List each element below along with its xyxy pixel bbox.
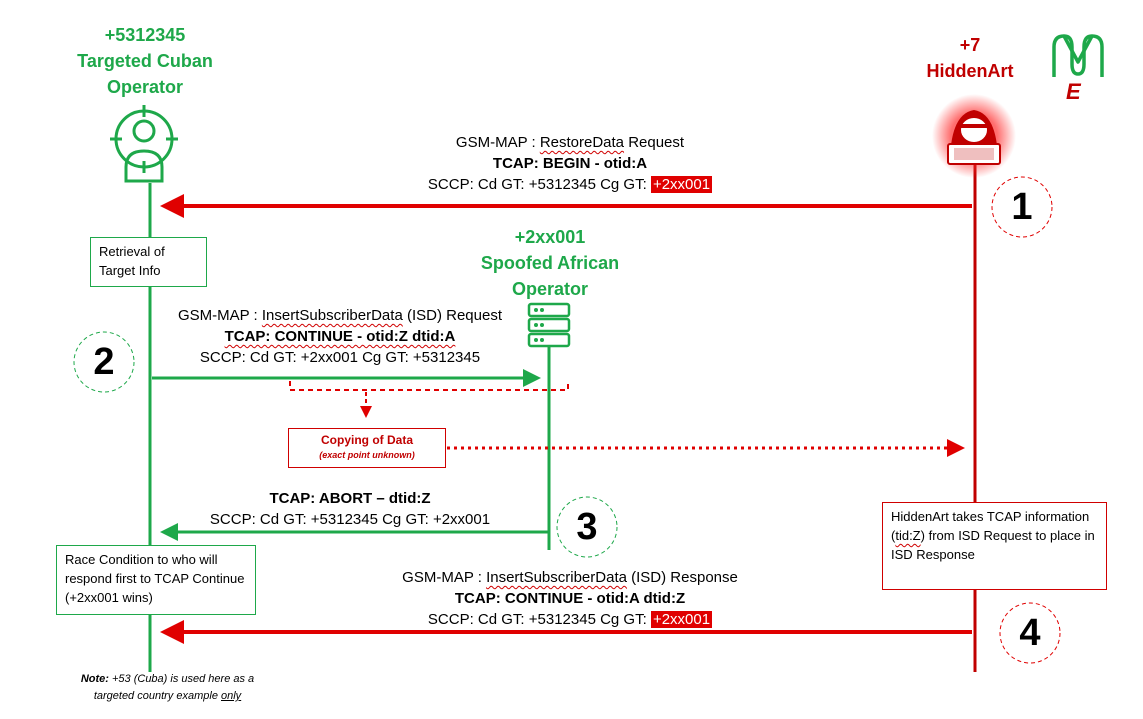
step-circle-4: [999, 602, 1061, 664]
race-condition-box: Race Condition to who will respond first…: [56, 545, 256, 615]
footnote: Note: +53 (Cuba) is used here as a targe…: [80, 673, 255, 702]
msg4-line2: TCAP: CONTINUE - otid:A dtid:Z: [454, 590, 686, 607]
msg1-line2: TCAP: BEGIN - otid:A: [492, 155, 648, 172]
hacker-laptop-icon: [932, 94, 1016, 178]
msg2-line2: TCAP: CONTINUE - otid:Z dtid:A: [224, 328, 456, 345]
msg4-line3: SCCP: Cd GT: +5312345 Cg GT: +2xx001: [427, 611, 713, 628]
message-2: GSM-MAP : InsertSubscriberData (ISD) Req…: [145, 305, 535, 368]
cuban-number: +5312345: [104, 25, 186, 45]
target-person-icon: [110, 105, 178, 183]
msg2-line3: SCCP: Cd GT: +2xx001 Cg GT: +5312345: [199, 349, 481, 366]
msg2-line1: GSM-MAP : InsertSubscriberData (ISD) Req…: [177, 307, 502, 324]
african-label-1: Spoofed African: [480, 253, 620, 273]
msg1-line1: GSM-MAP : RestoreData Request: [455, 134, 685, 151]
brand-logo-icon: E: [1050, 32, 1110, 107]
message-1: GSM-MAP : RestoreData Request TCAP: BEGI…: [360, 132, 780, 195]
copy-bracket: [289, 381, 569, 391]
step-circle-3: [556, 496, 618, 558]
message-3: TCAP: ABORT – dtid:Z SCCP: Cd GT: +53123…: [190, 488, 510, 530]
msg3-line2: SCCP: Cd GT: +5312345 Cg GT: +2xx001: [209, 511, 491, 528]
step-3: 3: [576, 506, 598, 548]
msg4-highlight: +2xx001: [650, 611, 713, 628]
step-circle-2: [73, 331, 135, 393]
african-number: +2xx001: [514, 227, 586, 247]
msg4-line1: GSM-MAP : InsertSubscriberData (ISD) Res…: [402, 569, 738, 586]
step-2: 2: [93, 341, 115, 383]
copy-title: Copying of Data: [321, 433, 413, 447]
step-circle-1: [991, 176, 1053, 238]
cuban-label-1: Targeted Cuban: [77, 51, 213, 71]
msg1-line3: SCCP: Cd GT: +5312345 Cg GT: +2xx001: [427, 176, 713, 193]
hacker-header: +7 HiddenArt: [900, 32, 1040, 84]
hacker-name: HiddenArt: [926, 61, 1014, 81]
step-4: 4: [1019, 612, 1041, 654]
hiddenart-info-box: HiddenArt takes TCAP information (tid:Z)…: [882, 502, 1107, 590]
cuban-label-2: Operator: [106, 77, 184, 97]
message-4: GSM-MAP : InsertSubscriberData (ISD) Res…: [340, 567, 800, 630]
copy-subtitle: (exact point unknown): [319, 450, 415, 460]
african-operator-header: +2xx001 Spoofed African Operator: [440, 224, 660, 302]
hacker-number: +7: [959, 35, 981, 55]
logo-letter: E: [1066, 79, 1081, 104]
african-label-2: Operator: [511, 279, 589, 299]
msg1-highlight: +2xx001: [650, 176, 713, 193]
copying-of-data-box: Copying of Data (exact point unknown): [288, 428, 446, 468]
msg3-line1: TCAP: ABORT – dtid:Z: [269, 490, 431, 507]
retrieval-box: Retrieval of Target Info: [90, 237, 207, 287]
cuban-operator-header: +5312345 Targeted Cuban Operator: [40, 22, 250, 100]
step-1: 1: [1011, 186, 1033, 228]
server-icon: [527, 302, 571, 348]
